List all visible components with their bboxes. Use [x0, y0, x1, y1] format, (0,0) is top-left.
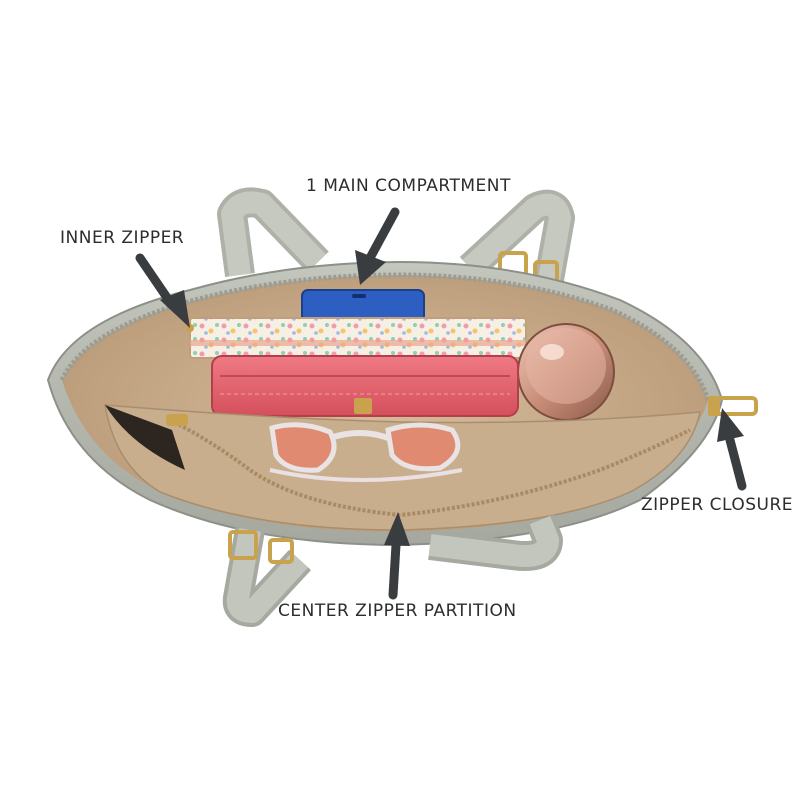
handle-front-right	[428, 514, 563, 571]
arrow-center-zipper	[384, 512, 410, 600]
floral-notebook	[189, 317, 527, 359]
thermos-flask	[517, 323, 615, 421]
arrow-main-compartment	[355, 207, 400, 285]
handle-back-left	[217, 187, 329, 277]
label-inner-zipper: INNER ZIPPER	[60, 228, 185, 248]
top-zipper-track	[59, 272, 711, 401]
front-pocket-panel	[104, 404, 701, 531]
label-main-compartment: 1 MAIN COMPARTMENT	[306, 176, 511, 196]
side-pocket-gap	[105, 405, 185, 470]
pink-wallet	[211, 355, 519, 417]
arrow-inner-zipper	[135, 253, 190, 328]
label-zipper-closure: ZIPPER CLOSURE	[641, 495, 794, 515]
arrow-zipper-closure	[717, 408, 747, 491]
sunglasses	[269, 422, 463, 482]
handle-front-left	[222, 527, 312, 627]
closure-zipper-pull	[708, 396, 758, 416]
center-zipper-track	[169, 418, 691, 518]
label-center-zipper-partition: CENTER ZIPPER PARTITION	[278, 601, 517, 621]
